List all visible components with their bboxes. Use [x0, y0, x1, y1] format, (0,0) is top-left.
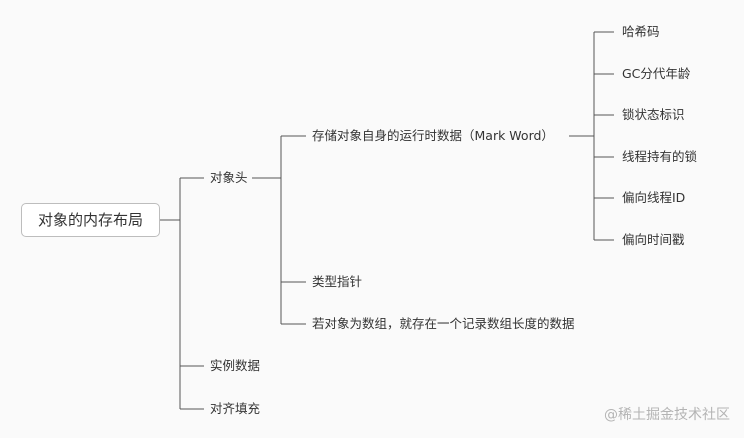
node-object-header[interactable]: 对象头	[210, 170, 248, 185]
node-instance-data[interactable]: 实例数据	[210, 358, 261, 373]
watermark: @稀土掘金技术社区	[604, 407, 730, 423]
node-mark-word[interactable]: 存储对象自身的运行时数据（Mark Word）	[312, 128, 554, 143]
node-thread-lock[interactable]: 线程持有的锁	[622, 149, 698, 164]
node-hash-code[interactable]: 哈希码	[622, 24, 660, 39]
node-lock-state[interactable]: 锁状态标识	[622, 107, 685, 122]
node-biased-thread-id[interactable]: 偏向线程ID	[622, 190, 686, 205]
root-node[interactable]: 对象的内存布局	[21, 203, 160, 237]
node-biased-timestamp[interactable]: 偏向时间戳	[622, 232, 685, 247]
node-array-length[interactable]: 若对象为数组，就存在一个记录数组长度的数据	[312, 316, 575, 331]
node-gc-age[interactable]: GC分代年龄	[622, 66, 691, 81]
node-class-pointer[interactable]: 类型指针	[312, 274, 363, 289]
node-padding[interactable]: 对齐填充	[210, 401, 261, 416]
